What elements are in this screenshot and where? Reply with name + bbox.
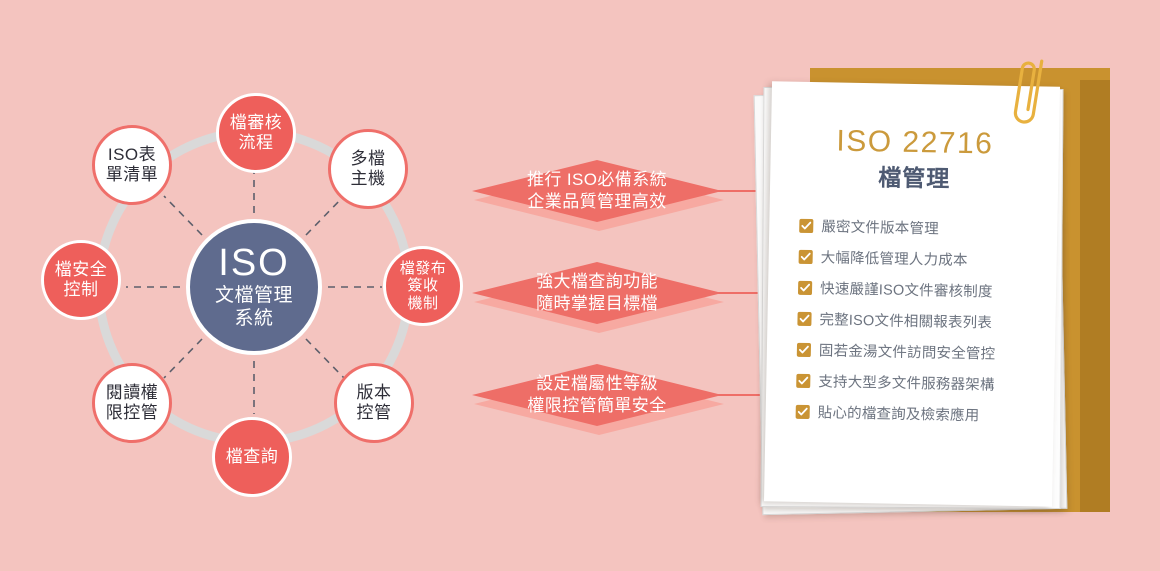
list-item-label: 嚴密文件版本管理 [821,219,940,238]
node-iso-form-list[interactable]: ISO表 單清單 [92,125,172,205]
node-file-security[interactable]: 檔安全 控制 [41,240,121,320]
ribbon-2-line1: 強大檔查詢功能 [536,271,658,291]
ribbon-3-line1: 設定檔屬性等級 [536,373,658,393]
list-item-label: 貼心的檔查詢及檢索應用 [817,405,980,425]
node-read-permission-line1: 閱讀權 [105,383,159,403]
folder-side-panel [1080,80,1110,512]
node-audit-flow[interactable]: 檔審核 流程 [216,93,296,173]
ribbon-permission[interactable]: 設定檔屬性等級 權限控管簡單安全 [472,364,724,435]
ribbon-search-power[interactable]: 強大檔查詢功能 隨時掌握目標檔 [472,262,724,333]
check-icon [797,311,812,326]
check-icon [795,404,810,419]
node-multi-host-line2: 主機 [350,169,386,188]
check-icon [796,373,811,388]
node-audit-flow-line1: 檔審核 [229,113,283,133]
document-subtitle: 檔管理 [877,164,951,192]
check-icon [797,280,813,295]
node-multi-host-line1: 多檔 [350,149,386,169]
node-iso-form-list-line2: 單清單 [105,165,159,184]
list-item: 貼心的檔查詢及檢索應用 [795,401,1038,427]
list-item: 固若金湯文件訪問安全管控 [796,339,1039,365]
list-item: 大幅降低管理人力成本 [798,246,1040,272]
ribbon-1-line1: 推行 ISO必備系統 [526,169,667,189]
node-version-control-line1: 版本 [356,383,392,403]
list-item-label: 固若金湯文件訪問安全管控 [818,343,996,363]
spoke-lines-icon [126,160,382,414]
node-version-control-line2: 控管 [356,403,392,422]
paperclip-icon [1013,59,1044,124]
check-icon [798,249,813,264]
list-item: 嚴密文件版本管理 [799,215,1041,241]
check-icon [796,342,812,357]
ribbon-2-line2: 隨時掌握目標檔 [536,294,658,313]
list-item: 完整ISO文件相關報表列表 [797,308,1039,334]
node-read-permission-line2: 限控管 [105,403,159,422]
list-item: 支持大型多文件服務器架構 [796,370,1038,396]
check-icon [799,218,814,233]
connector-line-1 [700,190,760,192]
list-item: 快速嚴謹ISO文件審核制度 [797,277,1040,303]
feature-list: 嚴密文件版本管理 大幅降低管理人力成本 快速嚴謹ISO文件審核制度 [782,215,1042,427]
node-audit-flow-line2: 流程 [238,133,274,152]
center-hub[interactable]: ISO 文檔管理 系統 [186,219,322,355]
paper-sheet-front[interactable]: ISO 22716 檔管理 嚴密文件版本管理 大幅降低管理人力成本 [763,81,1061,507]
node-publish-receipt[interactable]: 檔發布 簽收 機制 [383,246,463,326]
node-file-security-line1: 檔安全 [54,260,108,280]
document-stack: ISO 22716 檔管理 嚴密文件版本管理 大幅降低管理人力成本 [740,40,1160,540]
node-multi-host[interactable]: 多檔 主機 [328,129,408,209]
list-item-label: 快速嚴謹ISO文件審核制度 [819,281,993,301]
node-file-search[interactable]: 檔查詢 [212,417,292,497]
ribbon-3-line2: 權限控管簡單安全 [527,396,667,415]
iso-wheel-diagram: 檔審核 流程 多檔 主機 檔發布 簽收 機制 版本 控管 檔查詢 閱讀權 限控管… [0,0,510,571]
list-item-label: 支持大型多文件服務器架構 [818,374,995,394]
node-file-search-line1: 檔查詢 [225,447,279,467]
node-file-security-line2: 控制 [63,280,99,299]
list-item-label: 大幅降低管理人力成本 [820,250,968,270]
node-publish-receipt-line1: 檔發布 [399,260,447,278]
node-iso-form-list-line1: ISO表 [107,145,157,165]
ribbon-iso-efficiency[interactable]: 推行 ISO必備系統 企業品質管理高效 [472,160,724,231]
ribbon-1-line2: 企業品質管理高效 [527,192,667,211]
connector-line-3 [700,394,760,396]
connector-line-2 [700,292,760,294]
center-hub-line2: 系統 [234,307,274,329]
node-publish-receipt-line3: 機制 [407,294,439,312]
node-read-permission[interactable]: 閱讀權 限控管 [92,363,172,443]
list-item-label: 完整ISO文件相關報表列表 [819,312,993,332]
node-publish-receipt-line2: 簽收 [407,277,439,295]
center-hub-line1: 文檔管理 [214,284,293,306]
node-version-control[interactable]: 版本 控管 [334,363,414,443]
center-hub-iso: ISO [218,241,290,284]
